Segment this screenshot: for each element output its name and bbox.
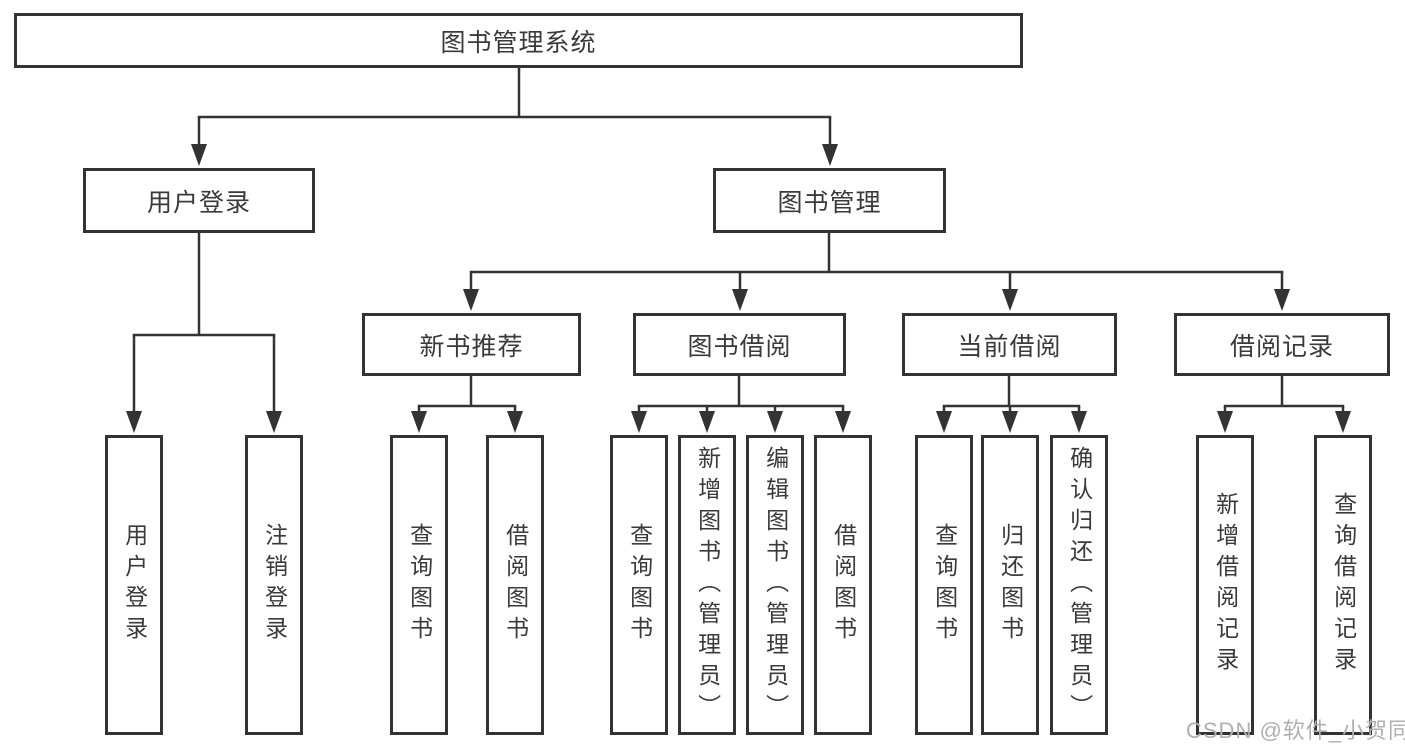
leaf-current-confirm-return-admin: 确认归还（管理员） xyxy=(1050,435,1108,735)
leaf-user-login-label: 用户登录 xyxy=(121,523,148,647)
node-new-book-recommend: 新书推荐 xyxy=(362,313,581,376)
node-root-label: 图书管理系统 xyxy=(440,28,597,57)
node-user-login-label: 用户登录 xyxy=(146,188,251,217)
node-book-borrow-label: 图书借阅 xyxy=(687,332,792,361)
leaf-recommend-borrow-books: 借阅图书 xyxy=(486,435,544,735)
node-borrow-records-label: 借阅记录 xyxy=(1229,332,1334,361)
watermark: CSDN @软件_小贺同学 xyxy=(1186,718,1405,743)
leaf-current-query-books-label: 查询图书 xyxy=(931,523,958,647)
leaf-current-return-books-label: 归还图书 xyxy=(997,523,1024,647)
node-book-management-label: 图书管理 xyxy=(777,188,882,217)
node-book-borrow: 图书借阅 xyxy=(633,313,846,376)
leaf-records-query-record: 查询借阅记录 xyxy=(1314,435,1372,735)
leaf-user-login: 用户登录 xyxy=(105,435,163,735)
leaf-recommend-borrow-books-label: 借阅图书 xyxy=(502,523,529,647)
leaf-records-query-record-label: 查询借阅记录 xyxy=(1330,492,1357,678)
leaf-borrow-add-books-admin-label: 新增图书（管理员） xyxy=(694,445,721,725)
node-new-book-recommend-label: 新书推荐 xyxy=(419,332,524,361)
leaf-current-query-books: 查询图书 xyxy=(915,435,973,735)
node-book-management: 图书管理 xyxy=(713,168,946,233)
leaf-borrow-edit-books-admin: 编辑图书（管理员） xyxy=(746,435,804,735)
leaf-recommend-query-books: 查询图书 xyxy=(390,435,448,735)
node-borrow-records: 借阅记录 xyxy=(1174,313,1390,376)
leaf-borrow-edit-books-admin-label: 编辑图书（管理员） xyxy=(762,445,789,725)
leaf-borrow-query-books-label: 查询图书 xyxy=(626,523,653,647)
leaf-records-add-record: 新增借阅记录 xyxy=(1196,435,1254,735)
node-current-borrow: 当前借阅 xyxy=(902,313,1117,376)
leaf-logout: 注销登录 xyxy=(245,435,303,735)
arrowheads xyxy=(126,144,1351,433)
leaf-current-return-books: 归还图书 xyxy=(981,435,1039,735)
leaf-logout-label: 注销登录 xyxy=(261,523,288,647)
leaf-borrow-query-books: 查询图书 xyxy=(610,435,668,735)
leaf-borrow-borrow-books: 借阅图书 xyxy=(814,435,872,735)
node-root: 图书管理系统 xyxy=(14,13,1023,68)
leaf-borrow-borrow-books-label: 借阅图书 xyxy=(830,523,857,647)
node-current-borrow-label: 当前借阅 xyxy=(957,332,1062,361)
leaf-records-add-record-label: 新增借阅记录 xyxy=(1212,492,1239,678)
node-user-login: 用户登录 xyxy=(83,168,315,233)
leaf-current-confirm-return-admin-label: 确认归还（管理员） xyxy=(1066,445,1093,725)
leaf-recommend-query-books-label: 查询图书 xyxy=(406,523,433,647)
leaf-borrow-add-books-admin: 新增图书（管理员） xyxy=(678,435,736,735)
